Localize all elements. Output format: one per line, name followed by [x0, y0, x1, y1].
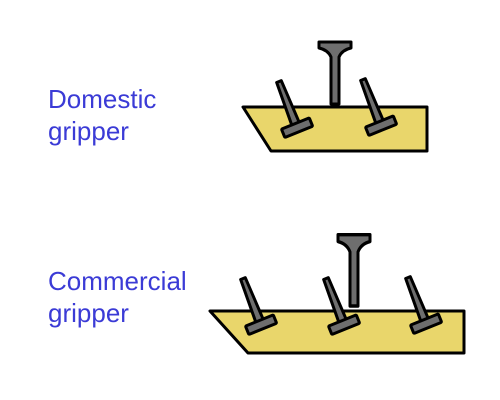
commercial-anchor-nail: [336, 232, 372, 308]
commercial-gripper-label: Commercial gripper: [48, 265, 187, 329]
domestic-anchor-nail: [317, 40, 353, 106]
commercial-label-line1: Commercial: [48, 266, 187, 296]
domestic-wood-strip: [241, 105, 429, 153]
commercial-label-line2: gripper: [48, 298, 129, 328]
domestic-gripper-label: Domestic gripper: [48, 83, 156, 147]
domestic-label-line2: gripper: [48, 116, 129, 146]
domestic-label-line1: Domestic: [48, 84, 157, 114]
commercial-gripper: [208, 232, 466, 355]
domestic-gripper: [241, 40, 429, 153]
